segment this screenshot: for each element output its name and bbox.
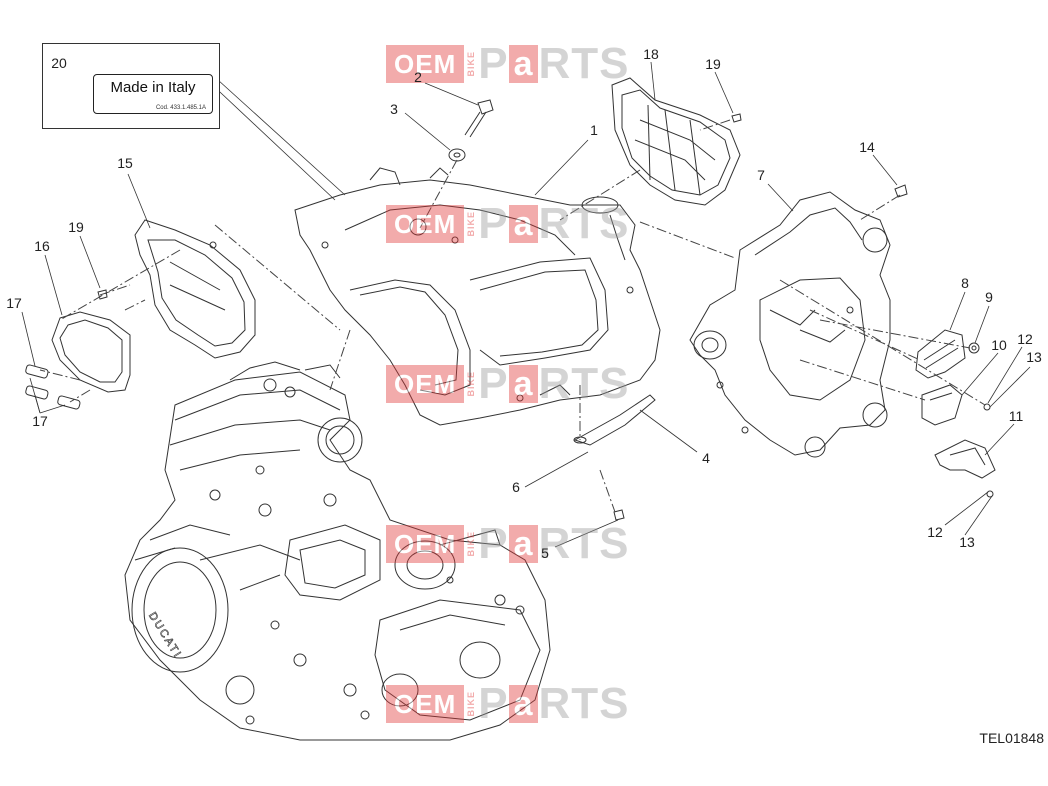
assembly-lines [39,119,986,513]
callout-number[interactable]: 5 [541,545,549,561]
callout-number[interactable]: 17 [32,413,48,429]
callout-number[interactable]: 19 [68,219,84,235]
callout-number[interactable]: 10 [991,337,1007,353]
callout-number[interactable]: 7 [757,167,765,183]
engine-block [124,361,551,741]
callout-number[interactable]: 15 [117,155,133,171]
callout-number[interactable]: 12 [927,524,943,540]
callout-number[interactable]: 4 [702,450,710,466]
callout-number[interactable]: 1 [590,122,598,138]
retaining-plate [573,394,656,446]
airbox-cover [611,77,741,206]
seal-gasket [51,311,131,393]
side-cover-plate [915,329,980,379]
callout-number[interactable]: 3 [390,101,398,117]
rear-subframe [689,191,891,458]
main-frame [294,167,661,426]
callout-number[interactable]: 20 [51,55,67,71]
callout-number[interactable]: 11 [1008,408,1024,424]
diagram-code: TEL01848 [979,730,1044,746]
callout-number[interactable]: 9 [985,289,993,305]
callout-number[interactable]: 13 [1026,349,1042,365]
support-bracket [934,439,996,479]
made-in-italy-label: Made in Italy Cod. 433.1.485.1A [93,74,213,114]
inset-box: Made in Italy Cod. 433.1.485.1A [42,43,220,129]
made-in-italy-text: Made in Italy [110,79,196,96]
callout-number[interactable]: 16 [34,238,50,254]
callout-number[interactable]: 12 [1017,331,1033,347]
air-duct [134,219,256,359]
callout-number[interactable]: 8 [961,275,969,291]
fasteners [97,99,994,521]
callout-number[interactable]: 2 [414,69,422,85]
callout-number[interactable]: 13 [959,534,975,550]
mounting-bracket [921,384,963,426]
leader-lines [21,61,1031,548]
callout-number[interactable]: 6 [512,479,520,495]
label-code-text: Cod. 433.1.485.1A [155,105,206,111]
adhesive-pads [25,364,81,410]
callout-number[interactable]: 14 [859,139,875,155]
callout-number[interactable]: 17 [6,295,22,311]
callout-number[interactable]: 18 [643,46,659,62]
callout-number[interactable]: 19 [705,56,721,72]
